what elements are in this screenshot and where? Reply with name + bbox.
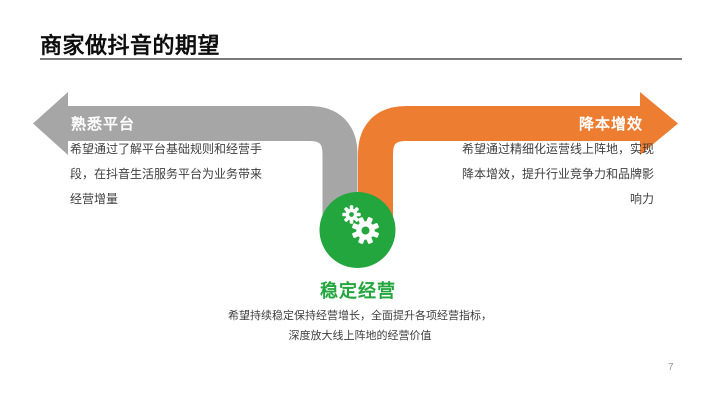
left-arrow-description: 希望通过了解平台基础规则和经营手 段，在抖音生活服务平台为业务带来 经营增量 bbox=[70, 137, 262, 212]
right-arrow-description: 希望通过精细化运营线上阵地，实现 降本增效，提升行业竞争力和品牌影 响力 bbox=[462, 137, 654, 212]
right-arrow-head bbox=[640, 92, 678, 155]
left-arrow-head bbox=[33, 92, 68, 155]
right-arrow-label: 降本增效 bbox=[578, 116, 643, 133]
left-description-line: 经营增量 bbox=[70, 192, 119, 206]
gears-icon bbox=[342, 205, 379, 244]
left-arrow-shaft bbox=[66, 106, 358, 232]
left-description-line: 段，在抖音生活服务平台为业务带来 bbox=[70, 167, 263, 181]
center-description-line: 希望持续稳定保持经营增长，全面提升各项经营指标， bbox=[228, 310, 492, 322]
center-label: 稳定经营 bbox=[320, 281, 396, 301]
right-description-line: 响力 bbox=[629, 192, 654, 206]
right-description-line: 希望通过精细化运营线上阵地，实现 bbox=[461, 142, 654, 156]
center-description: 希望持续稳定保持经营增长，全面提升各项经营指标， 深度放大线上阵地的经营价值 bbox=[0, 306, 720, 346]
page-number: 7 bbox=[668, 362, 674, 373]
right-description-line: 降本增效，提升行业竞争力和品牌影 bbox=[461, 167, 654, 181]
left-description-line: 希望通过了解平台基础规则和经营手 bbox=[70, 142, 263, 156]
title-underline bbox=[40, 58, 682, 60]
right-arrow-shaft bbox=[358, 106, 642, 232]
page-title: 商家做抖音的期望 bbox=[40, 33, 221, 58]
left-arrow-label: 熟悉平台 bbox=[71, 116, 136, 133]
center-description-line: 深度放大线上阵地的经营价值 bbox=[288, 330, 432, 342]
